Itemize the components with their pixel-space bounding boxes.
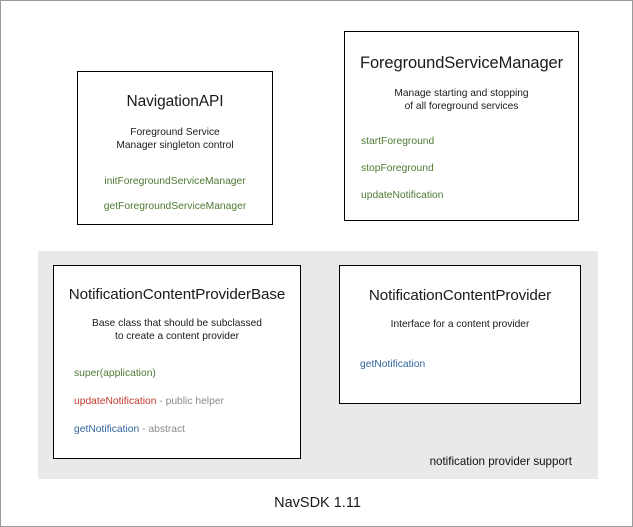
class-description: Foreground Service Manager singleton con…	[78, 126, 272, 152]
member-list: getNotification	[340, 358, 580, 371]
member-item[interactable]: getForegroundServiceManager	[78, 200, 272, 213]
member-item[interactable]: stopForeground	[361, 162, 578, 175]
class-description-line: of all foreground services	[404, 101, 519, 113]
member-item[interactable]: updateNotification	[361, 189, 578, 202]
class-box-notification-content-provider[interactable]: NotificationContentProvider Interface fo…	[339, 265, 581, 404]
member-name: updateNotification	[74, 396, 157, 408]
class-description: Manage starting and stopping of all fore…	[345, 87, 578, 113]
member-note: - public helper	[156, 396, 224, 408]
member-name: getNotification	[74, 424, 140, 436]
class-description: Base class that should be subclassed to …	[54, 317, 300, 343]
footer-caption: NavSDK 1.11	[274, 495, 361, 511]
class-title: NotificationContentProviderBase	[68, 286, 286, 303]
class-box-foreground-service-manager[interactable]: ForegroundServiceManager Manage starting…	[344, 31, 579, 221]
class-description-line: to create a content provider	[114, 331, 240, 343]
class-description-line: Base class that should be subclassed	[92, 318, 262, 329]
member-item[interactable]: getNotification	[360, 358, 580, 371]
member-name: stopForeground	[361, 163, 434, 175]
class-description: Interface for a content provider	[340, 318, 580, 331]
member-item[interactable]: updateNotification - public helper	[74, 395, 300, 408]
member-name: startForeground	[361, 136, 435, 148]
class-description-line: Manager singleton control	[116, 140, 234, 152]
member-name: getNotification	[360, 359, 426, 371]
class-description-line: Manage starting and stopping	[394, 88, 529, 99]
member-item[interactable]: super(application)	[74, 367, 300, 380]
member-name: super(application)	[74, 368, 156, 380]
member-list: startForeground stopForeground updateNot…	[345, 135, 578, 202]
member-name: getForegroundServiceManager	[103, 201, 247, 213]
member-note: - abstract	[139, 424, 186, 436]
group-label: notification provider support	[429, 455, 572, 468]
member-name: initForegroundServiceManager	[104, 176, 246, 188]
member-item[interactable]: startForeground	[361, 135, 578, 148]
class-title: ForegroundServiceManager	[359, 54, 564, 72]
class-title: NotificationContentProvider	[368, 287, 552, 304]
class-description-line: Foreground Service	[130, 127, 220, 138]
member-list: initForegroundServiceManager getForegrou…	[78, 175, 272, 213]
class-box-notification-content-provider-base[interactable]: NotificationContentProviderBase Base cla…	[53, 265, 301, 459]
class-title: NavigationAPI	[126, 93, 224, 110]
member-name: updateNotification	[361, 190, 444, 202]
member-list: super(application) updateNotification - …	[54, 367, 300, 436]
class-box-navigation-api[interactable]: NavigationAPI Foreground Service Manager…	[77, 71, 273, 225]
member-item[interactable]: initForegroundServiceManager	[78, 175, 272, 188]
class-description-line: Interface for a content provider	[390, 319, 530, 330]
member-item[interactable]: getNotification - abstract	[74, 423, 300, 436]
